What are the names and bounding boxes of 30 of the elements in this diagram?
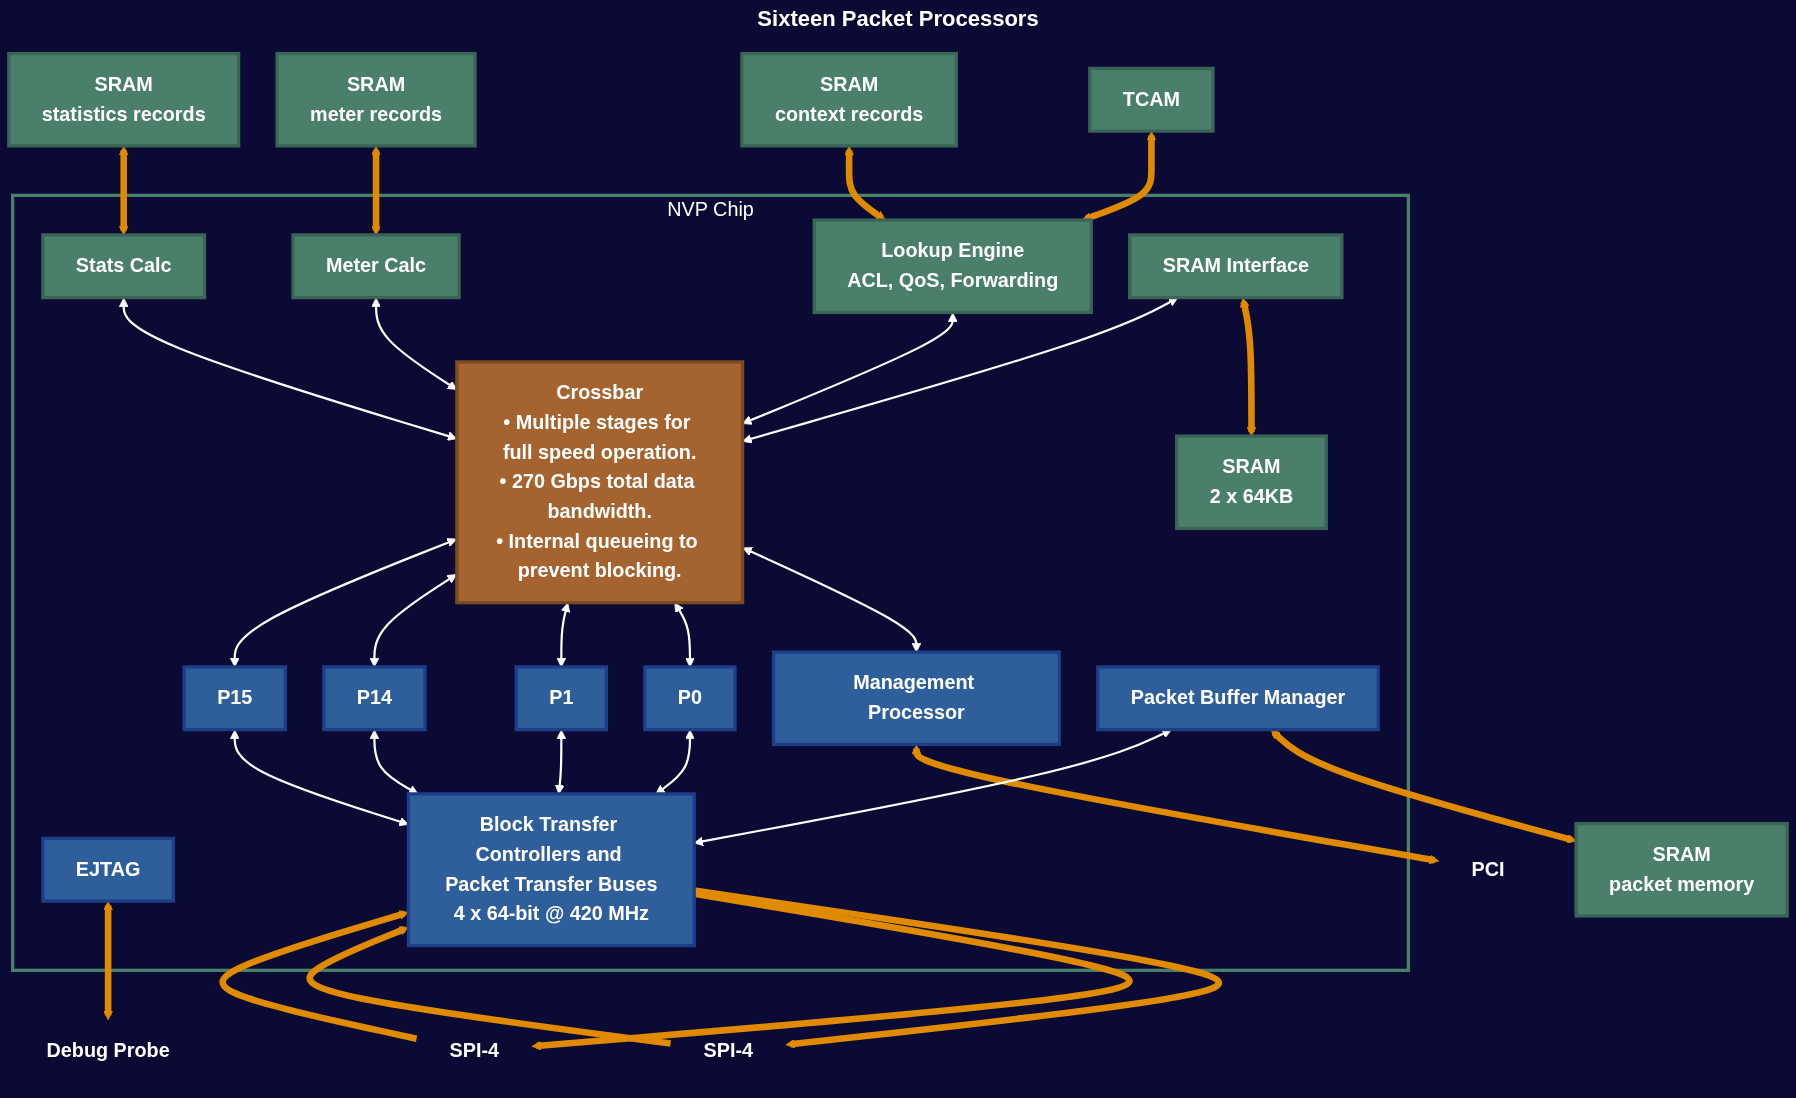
node-text: SPI-4 [449, 1039, 500, 1062]
arrow [307, 926, 671, 1047]
arrow [1240, 297, 1257, 437]
node-box: SRAM meter records [275, 51, 477, 148]
node-box: Lookup Engine ACL, QoS, Forwarding [812, 218, 1093, 315]
node-box: Packet Buffer Manager [1096, 665, 1380, 732]
node-text: Debug Probe [46, 1039, 170, 1062]
node-box: SRAM Interface [1128, 233, 1344, 300]
node-box: P0 [643, 665, 737, 732]
node-box: SRAM context records [740, 51, 958, 148]
arrow [911, 744, 1440, 865]
node-box: SRAM 2 x 64KB [1175, 434, 1328, 531]
node-box: SRAM packet memory [1574, 821, 1789, 918]
arrow [219, 910, 418, 1042]
caption-text: Sixteen Packet Processors [757, 6, 1039, 31]
node-text: SPI-4 [703, 1039, 754, 1062]
node-box: TCAM [1088, 66, 1215, 133]
node-box: Crossbar • Multiple stages for full speed operation. • 270 Gbps total data bandwidth. • Internal queueing to prevent blocking. [455, 360, 745, 605]
node-box: EJTAG [41, 836, 175, 903]
node-box: P1 [514, 665, 609, 732]
arrow [103, 901, 113, 1021]
arrow [844, 145, 886, 221]
node-box: Stats Calc [41, 233, 207, 300]
node-box: Meter Calc [291, 233, 461, 300]
node-text: PCI [1471, 858, 1505, 881]
node-box: SRAM statistics records [7, 51, 241, 148]
node-box: P15 [182, 665, 287, 732]
node-box: Block Transfer Controllers and Packet Transfer Buses 4 x 64-bit @ 420 MHz [406, 792, 696, 948]
node-box: P14 [322, 665, 427, 732]
node-box: Management Processor [771, 650, 1061, 747]
